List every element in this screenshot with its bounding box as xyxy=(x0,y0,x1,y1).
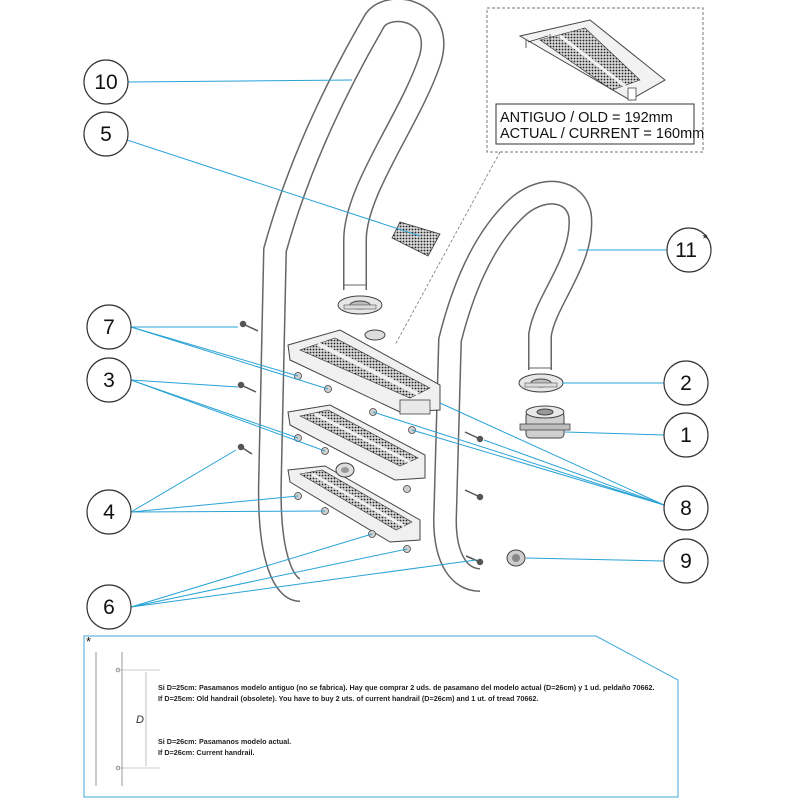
callout-10: 10 xyxy=(83,59,129,105)
callout-9: 9 xyxy=(663,538,709,584)
note-en-new: If D=26cm: Current handrail. xyxy=(158,748,254,757)
inset-old-dimension: ANTIGUO / OLD = 192mm xyxy=(500,110,673,126)
callout-1-label: 1 xyxy=(680,424,692,447)
anti-slip-pad xyxy=(391,221,441,257)
note-panel: * D Si D=25cm: Pasamanos modelo antiguo … xyxy=(83,634,679,798)
end-cap xyxy=(506,549,526,567)
note-es-old: Si D=25cm: Pasamanos modelo antiguo (no … xyxy=(158,683,655,692)
callout-5: 5 xyxy=(83,111,129,157)
dimension-d-label: D xyxy=(136,714,144,726)
callout-6-label: 6 xyxy=(103,596,115,619)
tread-top xyxy=(287,329,441,415)
handrail-profile-sketch xyxy=(95,652,160,786)
callout-11-label: 11 xyxy=(675,239,697,262)
right-handrail xyxy=(433,180,593,592)
callout-11: 11 * xyxy=(666,227,712,273)
callout-7-label: 7 xyxy=(103,316,115,339)
callout-3-label: 3 xyxy=(103,369,115,392)
callout-1: 1 xyxy=(663,412,709,458)
inset-tread-drawing xyxy=(518,19,666,101)
escutcheon-left xyxy=(337,295,383,315)
callout-4: 4 xyxy=(86,489,132,535)
callout-8: 8 xyxy=(663,485,709,531)
inset-box: ANTIGUO / OLD = 192mm ACTUAL / CURRENT =… xyxy=(486,7,704,153)
note-es-new: Si D=26cm: Pasamanos modelo actual. xyxy=(158,737,291,746)
callout-2-label: 2 xyxy=(680,372,692,395)
callout-5-label: 5 xyxy=(100,123,112,146)
note-en-old: If D=25cm: Old handrail (obsolete). You … xyxy=(158,694,538,703)
callout-9-label: 9 xyxy=(680,550,692,573)
tread-plug xyxy=(335,462,355,478)
tread-bottom xyxy=(287,465,421,543)
inset-label-box xyxy=(495,103,695,145)
inset-connector xyxy=(394,151,501,346)
callout-2: 2 xyxy=(663,360,709,406)
callout-4-label: 4 xyxy=(103,501,115,524)
callout-8-label: 8 xyxy=(680,497,692,520)
callout-7: 7 xyxy=(86,304,132,350)
left-handrail xyxy=(257,0,445,602)
callout-3: 3 xyxy=(86,357,132,403)
bolts xyxy=(237,320,484,566)
callout-11-asterisk: * xyxy=(702,231,707,246)
anchor-socket xyxy=(519,405,571,439)
note-asterisk: * xyxy=(86,634,91,649)
callout-10-label: 10 xyxy=(94,71,117,94)
callout-6: 6 xyxy=(86,584,132,630)
tread-middle xyxy=(287,404,426,481)
leader-lines xyxy=(126,79,667,608)
inset-current-dimension: ACTUAL / CURRENT = 160mm xyxy=(500,126,704,142)
escutcheon-right xyxy=(518,373,564,393)
